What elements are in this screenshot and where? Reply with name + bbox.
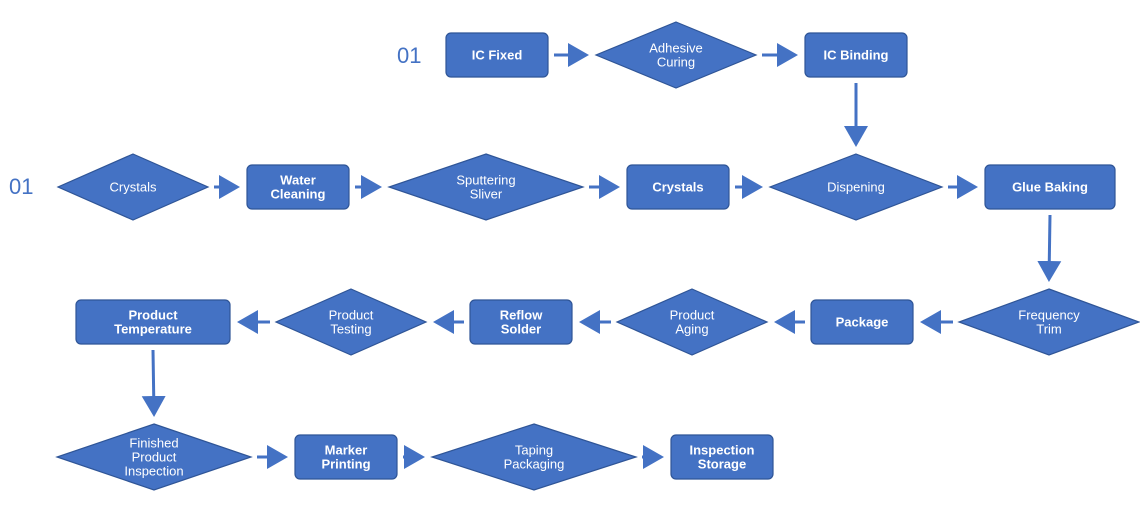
node-label-ic-fixed-line-1: IC Fixed: [472, 48, 523, 63]
process-box-water-cleaning: [246, 164, 350, 210]
node-label-product-temperature-line-1: Product: [128, 308, 178, 323]
row-number-label-second: 01: [9, 174, 33, 199]
node-crystals-a: Crystals: [56, 153, 210, 221]
decision-diamond-product-testing: [274, 288, 428, 356]
node-label-crystals-a-line-1: Crystals: [110, 180, 157, 195]
row-number-label-top: 01: [397, 43, 421, 68]
decision-diamond-frequency-trim: [957, 288, 1140, 356]
node-label-reflow-solder-line-2: Solder: [501, 322, 541, 337]
node-label-ic-binding-line-1: IC Binding: [824, 48, 889, 63]
node-label-adhesive-curing-line-2: Curing: [657, 55, 695, 70]
process-box-ic-fixed: [445, 32, 549, 78]
process-box-ic-binding: [804, 32, 908, 78]
node-crystals-b: Crystals: [626, 164, 730, 210]
node-label-glue-baking-line-1: Glue Baking: [1012, 180, 1088, 195]
node-label-taping-packaging-line-1: Taping: [515, 443, 553, 458]
node-label-frequency-trim-line-2: Trim: [1036, 322, 1062, 337]
decision-diamond-taping-packaging: [430, 423, 638, 491]
process-box-crystals-b: [626, 164, 730, 210]
node-label-marker-printing-line-2: Printing: [321, 457, 370, 472]
node-package: Package: [810, 299, 914, 345]
node-label-dispening-line-1: Dispening: [827, 180, 885, 195]
node-label-product-testing-line-2: Testing: [330, 322, 371, 337]
process-box-glue-baking: [984, 164, 1116, 210]
node-label-sputtering-sliver-line-2: Sliver: [470, 187, 503, 202]
arrow-glue-baking-to-frequency-trim: [1037, 214, 1062, 282]
connector-arrows: [141, 43, 1062, 469]
process-box-reflow-solder: [469, 299, 573, 345]
node-dispening: Dispening: [768, 153, 944, 221]
decision-diamond-finished-inspection: [55, 423, 253, 491]
node-label-frequency-trim-line-1: Frequency: [1018, 308, 1080, 323]
process-box-inspection-storage: [670, 434, 774, 480]
decision-diamond-crystals-a: [56, 153, 210, 221]
process-box-package: [810, 299, 914, 345]
node-label-reflow-solder-line-1: Reflow: [500, 308, 544, 323]
node-label-product-aging-line-2: Aging: [675, 322, 708, 337]
node-label-finished-inspection-line-2: Product: [132, 450, 177, 465]
node-label-product-testing-line-1: Product: [329, 308, 374, 323]
node-label-crystals-b-line-1: Crystals: [652, 180, 703, 195]
node-label-taping-packaging-line-2: Packaging: [504, 457, 565, 472]
node-ic-binding: IC Binding: [804, 32, 908, 78]
node-ic-fixed: IC Fixed: [445, 32, 549, 78]
process-box-marker-printing: [294, 434, 398, 480]
node-label-product-temperature-line-2: Temperature: [114, 322, 192, 337]
node-label-package-line-1: Package: [836, 315, 889, 330]
decision-diamond-product-aging: [615, 288, 769, 356]
node-label-water-cleaning-line-2: Cleaning: [271, 187, 326, 202]
arrow-product-temperature-to-finished-inspection: [141, 349, 166, 417]
node-glue-baking: Glue Baking: [984, 164, 1116, 210]
node-label-product-aging-line-1: Product: [670, 308, 715, 323]
node-label-inspection-storage-line-1: Inspection: [689, 443, 754, 458]
process-box-product-temperature: [75, 299, 231, 345]
node-label-sputtering-sliver-line-1: Sputtering: [456, 173, 515, 188]
decision-diamond-sputtering-sliver: [387, 153, 585, 221]
node-label-adhesive-curing-line-1: Adhesive: [649, 41, 702, 56]
node-label-inspection-storage-line-2: Storage: [698, 457, 746, 472]
decision-diamond-dispening: [768, 153, 944, 221]
node-label-finished-inspection-line-1: Finished: [129, 436, 178, 451]
node-label-water-cleaning-line-1: Water: [280, 173, 316, 188]
decision-diamond-adhesive-curing: [594, 21, 758, 89]
node-label-finished-inspection-line-3: Inspection: [124, 464, 183, 479]
node-label-marker-printing-line-1: Marker: [325, 443, 368, 458]
